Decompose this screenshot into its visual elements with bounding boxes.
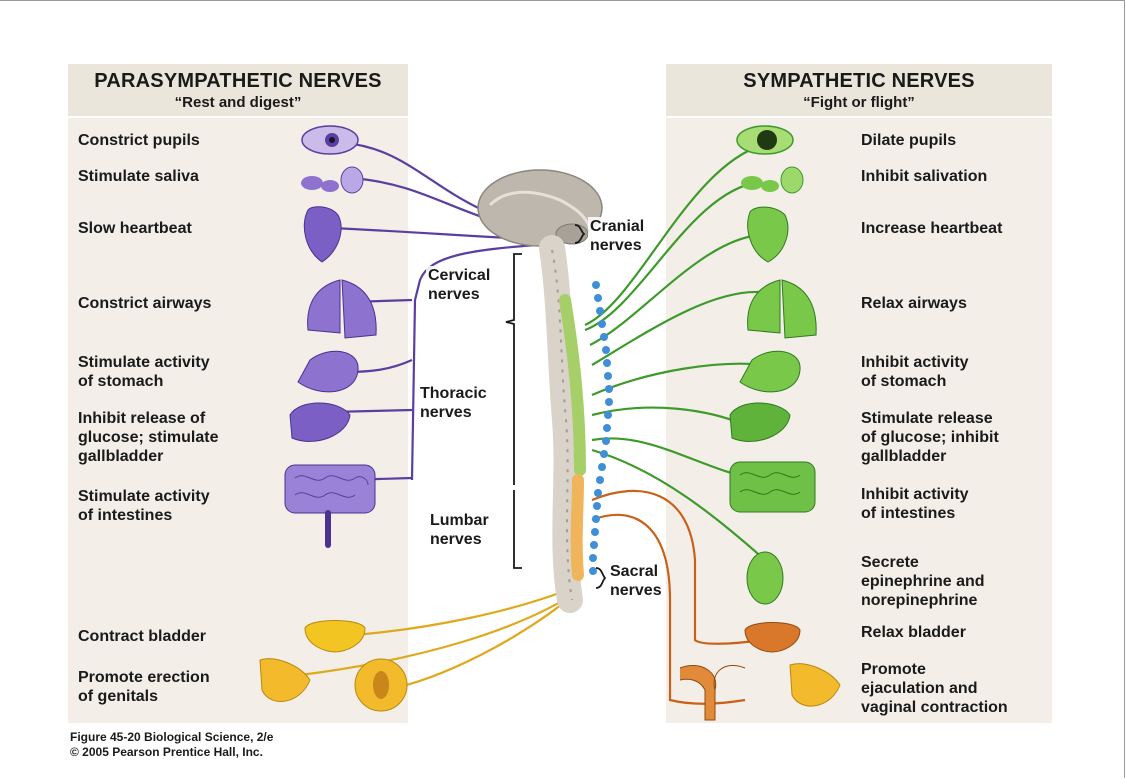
spinal-column: [552, 248, 580, 600]
para-liver-icon: [290, 403, 350, 441]
thoracic-nerves-label: Thoracic nerves: [418, 384, 489, 422]
sympathetic-chain-ganglia: [589, 281, 613, 575]
para-effect-constrict-pupils: Constrict pupils: [78, 131, 200, 150]
para-effect-constrict-airways: Constrict airways: [78, 294, 211, 313]
symp-intestine-icon: [730, 462, 815, 512]
symp-effect-dilate-pupils: Dilate pupils: [861, 131, 956, 150]
symp-effect-stomach: Inhibit activity of stomach: [861, 353, 969, 391]
symp-bladder-icon: [745, 623, 800, 653]
para-effect-glucose: Inhibit release of glucose; stimulate ga…: [78, 409, 218, 466]
para-genital-icon-1: [260, 659, 310, 702]
para-bladder-icon: [305, 621, 365, 653]
para-effect-slow-heartbeat: Slow heartbeat: [78, 219, 192, 238]
symp-effect-bladder: Relax bladder: [861, 623, 966, 642]
symp-effect-relax-airways: Relax airways: [861, 294, 967, 313]
symp-effect-intestines: Inhibit activity of intestines: [861, 485, 969, 523]
symp-path-stomach: [592, 364, 765, 395]
lumbar-nerves-label: Lumbar nerves: [428, 511, 491, 549]
symp-heart-icon: [748, 207, 788, 262]
para-eye-icon: [302, 126, 358, 154]
para-effect-intestines: Stimulate activity of intestines: [78, 487, 210, 525]
para-genital-organs: [260, 621, 407, 712]
symp-uterus-icon: [680, 665, 745, 720]
para-organs: [285, 126, 376, 545]
symp-eye-icon: [737, 126, 793, 154]
symp-stomach-icon: [740, 351, 800, 392]
para-stomach-icon: [298, 351, 358, 392]
symp-path-liver: [592, 408, 745, 425]
para-heart-icon: [304, 207, 341, 262]
para-intestine-icon: [285, 465, 375, 545]
para-effect-stomach: Stimulate activity of stomach: [78, 353, 210, 391]
cranial-nerves-label: Cranial nerves: [588, 217, 646, 255]
symp-path-saliva: [585, 182, 760, 330]
symp-organs: [680, 126, 840, 720]
symp-effect-glucose: Stimulate release of glucose; inhibit ga…: [861, 409, 999, 466]
symp-salivary-gland-icon: [741, 167, 803, 193]
para-effect-bladder: Contract bladder: [78, 627, 206, 646]
symp-effect-increase-heartbeat: Increase heartbeat: [861, 219, 1002, 238]
sacral-nerves-label: Sacral nerves: [608, 562, 664, 600]
symp-effect-adrenal: Secrete epinephrine and norepinephrine: [861, 553, 985, 610]
symp-effect-genitals: Promote ejaculation and vaginal contract…: [861, 660, 1008, 717]
symp-liver-icon: [730, 403, 790, 441]
para-effect-genitals: Promote erection of genitals: [78, 668, 210, 706]
para-effect-stimulate-saliva: Stimulate saliva: [78, 167, 199, 186]
para-salivary-gland-icon: [301, 167, 363, 193]
sacral-path-genitals-2: [385, 590, 580, 690]
lumbar-path-genitals: [592, 515, 745, 704]
cervical-nerves-label: Cervical nerves: [426, 266, 492, 304]
symp-lungs-icon: [748, 280, 817, 338]
para-genital-icon-2: [355, 659, 407, 711]
figure-caption: Figure 45-20 Biological Science, 2/e © 2…: [70, 730, 273, 760]
symp-adrenal-gland-icon: [747, 552, 783, 604]
para-lungs-icon: [308, 280, 377, 338]
symp-effect-inhibit-salivation: Inhibit salivation: [861, 167, 987, 186]
symp-genital-icon: [790, 664, 840, 706]
